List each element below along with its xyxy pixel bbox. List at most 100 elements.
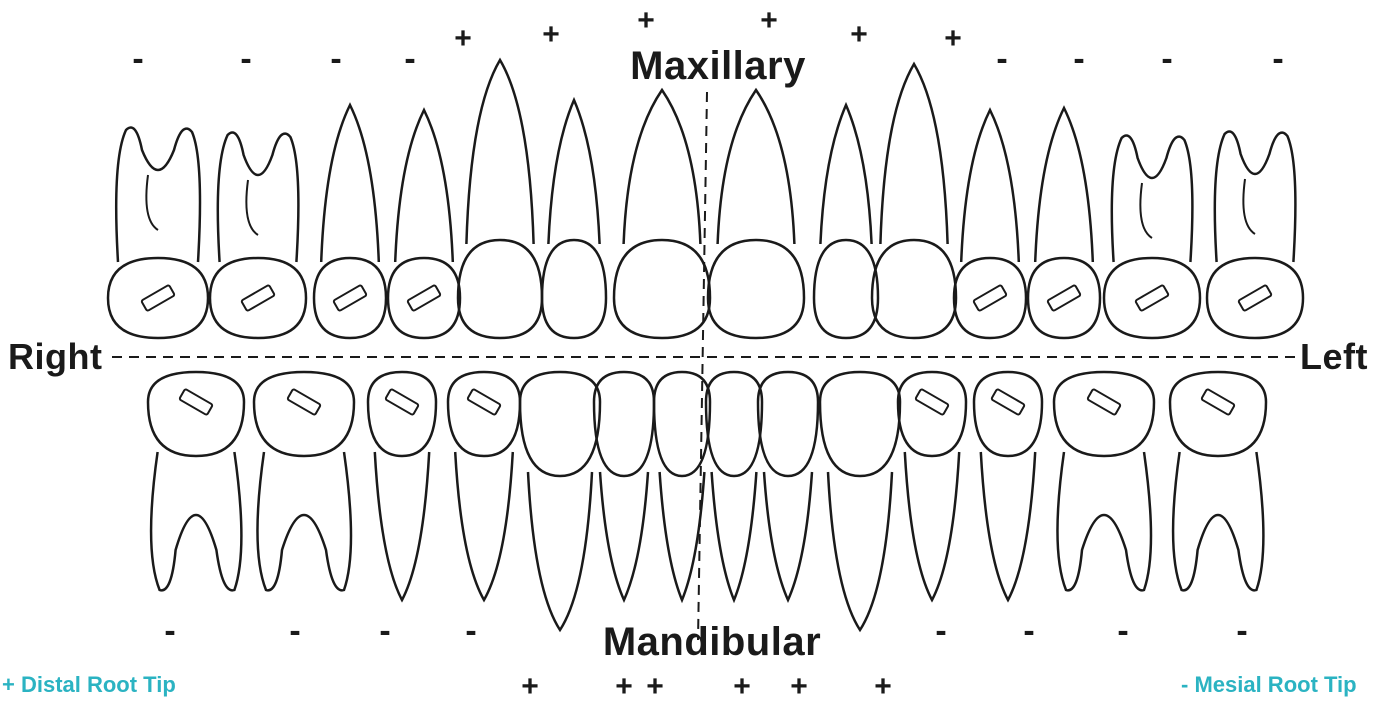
lower-bracket-3 [385, 389, 419, 415]
lower-crown-12 [974, 372, 1042, 456]
upper-sign-10: + [944, 24, 962, 54]
vertical-midline [698, 92, 707, 640]
lower-bracket-1 [179, 389, 213, 415]
upper-sign-3: - [330, 42, 341, 76]
upper-crown-6 [542, 240, 606, 338]
lower-tooth-12 [974, 372, 1042, 600]
lower-crown-4 [448, 372, 520, 456]
upper-crown-11 [954, 258, 1026, 338]
mandibular-label: Mandibular [603, 620, 821, 665]
upper-crown-7 [614, 240, 710, 338]
lower-crown-1 [148, 372, 244, 456]
upper-sign-8: + [760, 6, 778, 36]
upper-bracket-4 [407, 285, 441, 311]
left-side-label: Left [1300, 336, 1368, 378]
lower-crown-5 [520, 372, 600, 476]
lower-bracket-14 [1201, 389, 1235, 415]
lower-tooth-8 [706, 372, 762, 600]
lower-crown-2 [254, 372, 354, 456]
lower-tooth-10 [820, 372, 900, 630]
lower-tooth-3 [368, 372, 436, 600]
lower-crown-10 [820, 372, 900, 476]
upper-sign-9: + [850, 20, 868, 50]
lower-tooth-14 [1170, 372, 1266, 590]
upper-tooth-3 [314, 105, 386, 338]
lower-sign-1: - [164, 614, 175, 648]
lower-tooth-13 [1054, 372, 1154, 590]
lower-bracket-13 [1087, 389, 1121, 415]
upper-sign-1: - [132, 42, 143, 76]
lower-sign-12: - [1023, 614, 1034, 648]
lower-tooth-4 [448, 372, 520, 600]
lower-tooth-5 [520, 372, 600, 630]
upper-crown-3 [314, 258, 386, 338]
upper-tooth-14 [1207, 132, 1303, 339]
lower-crown-8 [706, 372, 762, 476]
right-side-label: Right [8, 336, 102, 378]
upper-tooth-4 [388, 110, 460, 338]
lower-sign-14: - [1236, 614, 1247, 648]
mesial-legend: - Mesial Root Tip [1181, 672, 1357, 698]
upper-crown-14 [1207, 258, 1303, 338]
upper-tooth-11 [954, 110, 1026, 338]
upper-tooth-12 [1028, 108, 1100, 338]
upper-tooth-8 [708, 90, 804, 338]
lower-sign-3: - [379, 614, 390, 648]
upper-bracket-3 [333, 285, 367, 311]
upper-sign-11: - [996, 42, 1007, 76]
upper-sign-13: - [1161, 42, 1172, 76]
lower-tooth-2 [254, 372, 354, 590]
upper-sign-6: + [542, 20, 560, 50]
lower-tooth-6 [594, 372, 654, 600]
upper-tooth-1 [108, 128, 208, 339]
upper-bracket-13 [1135, 285, 1169, 311]
upper-bracket-2 [241, 285, 275, 311]
lower-tooth-1 [148, 372, 244, 590]
upper-sign-12: - [1073, 42, 1084, 76]
lower-bracket-2 [287, 389, 321, 415]
lower-sign-2: - [289, 614, 300, 648]
mandibular-arch [148, 372, 1266, 630]
upper-crown-4 [388, 258, 460, 338]
upper-sign-2: - [240, 42, 251, 76]
upper-tooth-6 [542, 100, 606, 338]
lower-tooth-9 [758, 372, 818, 600]
maxillary-label: Maxillary [630, 44, 806, 89]
lower-sign-13: - [1117, 614, 1128, 648]
upper-bracket-1 [141, 285, 175, 311]
upper-tooth-13 [1104, 136, 1200, 339]
upper-crown-8 [708, 240, 804, 338]
upper-bracket-14 [1238, 285, 1272, 311]
upper-crown-12 [1028, 258, 1100, 338]
upper-tooth-2 [210, 133, 306, 339]
upper-tooth-7 [614, 90, 710, 338]
upper-sign-14: - [1272, 42, 1283, 76]
lower-sign-4: - [465, 614, 476, 648]
upper-tooth-9 [814, 105, 878, 338]
lower-crown-14 [1170, 372, 1266, 456]
upper-crown-5 [458, 240, 542, 338]
lower-crown-13 [1054, 372, 1154, 456]
upper-crown-9 [814, 240, 878, 338]
lower-crown-9 [758, 372, 818, 476]
lower-crown-11 [898, 372, 966, 456]
upper-sign-5: + [454, 24, 472, 54]
upper-sign-4: - [404, 42, 415, 76]
upper-crown-1 [108, 258, 208, 338]
lower-bracket-4 [467, 389, 501, 415]
distal-legend: + Distal Root Tip [2, 672, 176, 698]
upper-bracket-12 [1047, 285, 1081, 311]
lower-crown-3 [368, 372, 436, 456]
upper-sign-7: + [637, 6, 655, 36]
lower-tooth-11 [898, 372, 966, 600]
upper-tooth-5 [458, 60, 542, 338]
lower-sign-11: - [935, 614, 946, 648]
upper-crown-2 [210, 258, 306, 338]
upper-crown-10 [872, 240, 956, 338]
lower-bracket-11 [915, 389, 949, 415]
upper-tooth-10 [872, 64, 956, 338]
lower-crown-6 [594, 372, 654, 476]
upper-bracket-11 [973, 285, 1007, 311]
